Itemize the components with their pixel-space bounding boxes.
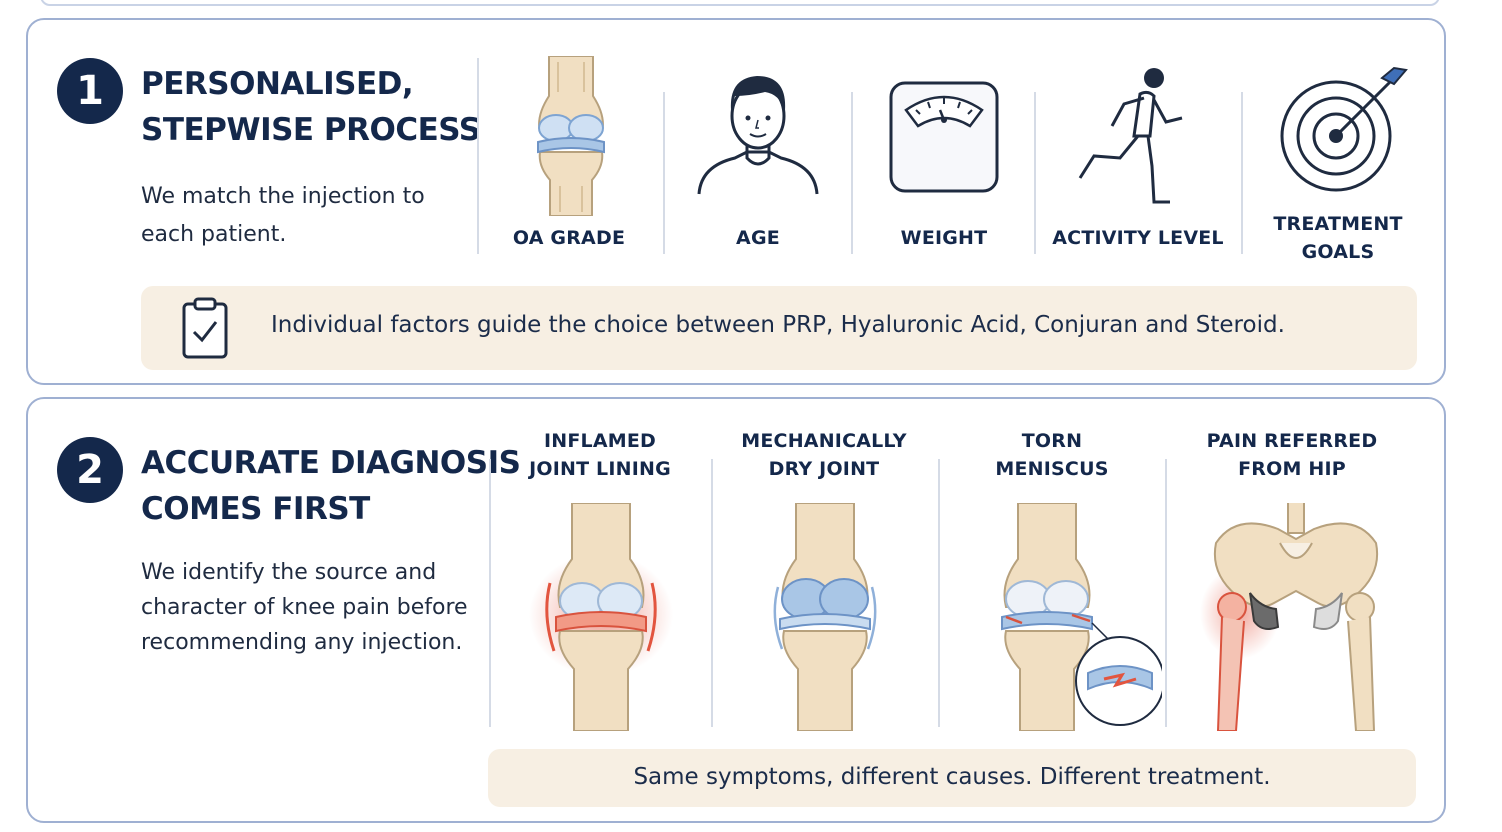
diagnosis-label-torn-meniscus: TORN MENISCUS	[995, 430, 1109, 480]
pelvis-hip-icon	[1200, 503, 1378, 731]
divider	[938, 459, 940, 727]
diagnosis-label-inflamed: INFLAMED JOINT LINING	[529, 430, 671, 480]
factor-label-weight: WEIGHT	[900, 227, 988, 249]
dry-knee-icon	[773, 503, 877, 731]
section-personalised-process: 1 PERSONALISED, STEPWISE PROCESS We matc…	[26, 18, 1446, 385]
torn-meniscus-icon	[1001, 503, 1162, 731]
step-number-badge: 2	[57, 437, 123, 503]
knee-joint-icon	[537, 56, 605, 216]
factor-label-treatment-goals: TREATMENT GOALS	[1273, 213, 1403, 263]
divider	[711, 459, 713, 727]
key-message-banner: Same symptoms, different causes. Differe…	[488, 749, 1416, 807]
factor-label-oa-grade: OA GRADE	[512, 227, 626, 249]
person-icon	[697, 76, 819, 195]
divider	[663, 92, 665, 254]
weighing-scale-icon	[889, 81, 999, 193]
divider	[477, 58, 479, 254]
step-number-badge: 1	[57, 58, 123, 124]
divider	[1034, 92, 1036, 254]
diagnosis-label-dry-joint: MECHANICALLY DRY JOINT	[741, 430, 907, 480]
section-title: ACCURATE DIAGNOSIS COMES FIRST	[141, 445, 521, 527]
banner-text: Same symptoms, different causes. Differe…	[633, 764, 1271, 790]
target-arrow-icon	[1280, 66, 1408, 192]
key-message-banner: Individual factors guide the choice betw…	[141, 286, 1417, 370]
inflamed-knee-icon	[529, 503, 673, 731]
section-description: We identify the source and character of …	[141, 560, 468, 655]
divider	[1165, 459, 1167, 727]
clipboard-check-icon	[182, 297, 228, 359]
previous-panel-edge	[40, 0, 1440, 6]
divider	[489, 459, 491, 727]
section-accurate-diagnosis: 2 ACCURATE DIAGNOSIS COMES FIRST We iden…	[26, 397, 1446, 823]
section-title: PERSONALISED, STEPWISE PROCESS	[141, 66, 481, 148]
factor-label-activity-level: ACTIVITY LEVEL	[1052, 227, 1224, 249]
diagnosis-label-hip-referred: PAIN REFERRED FROM HIP	[1206, 430, 1378, 480]
section-description: We match the injection to each patient.	[141, 184, 425, 247]
banner-text: Individual factors guide the choice betw…	[271, 312, 1285, 338]
factor-label-age: AGE	[736, 227, 780, 249]
divider	[851, 92, 853, 254]
running-person-icon	[1078, 68, 1183, 204]
divider	[1241, 92, 1243, 254]
